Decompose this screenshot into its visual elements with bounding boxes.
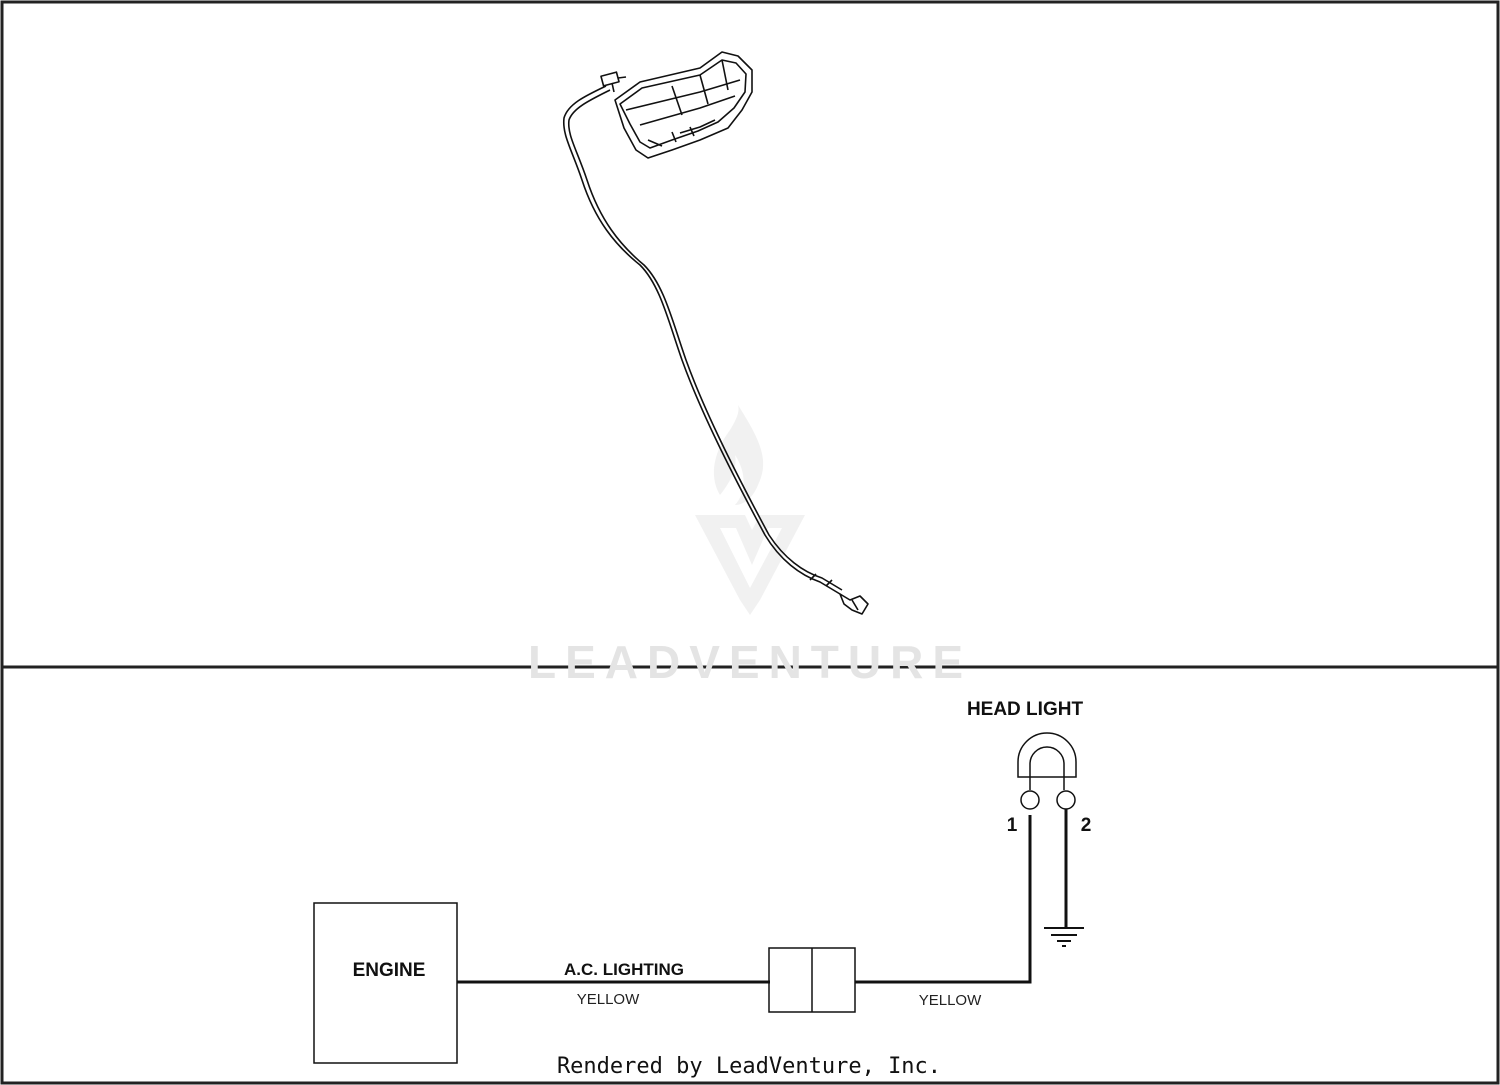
ac-lighting-label: A.C. LIGHTING: [564, 960, 684, 979]
ground-icon: [1044, 927, 1084, 947]
watermark-logo: [695, 405, 805, 615]
head-light-label: HEAD LIGHT: [967, 699, 1084, 720]
wire-left-color-label: YELLOW: [577, 991, 640, 1008]
bulb-filament-inner: [1029, 746, 1065, 777]
terminal-1-label: 1: [1007, 815, 1018, 836]
headlight-assembly-illustration: [562, 51, 869, 615]
wire-right-color-label: YELLOW: [919, 992, 982, 1009]
terminal-2-label: 2: [1081, 815, 1092, 836]
watermark-text: LEADVENTURE: [528, 636, 972, 688]
terminal-2-circle: [1056, 790, 1076, 810]
engine-box: [313, 902, 458, 1064]
terminal-1-circle: [1020, 790, 1040, 810]
wire-yellow-to-headlight: [855, 815, 1032, 984]
engine-label: ENGINE: [353, 960, 426, 981]
bulb-filament: [1017, 732, 1077, 778]
footer-credit: Rendered by LeadVenture, Inc.: [557, 1054, 941, 1079]
